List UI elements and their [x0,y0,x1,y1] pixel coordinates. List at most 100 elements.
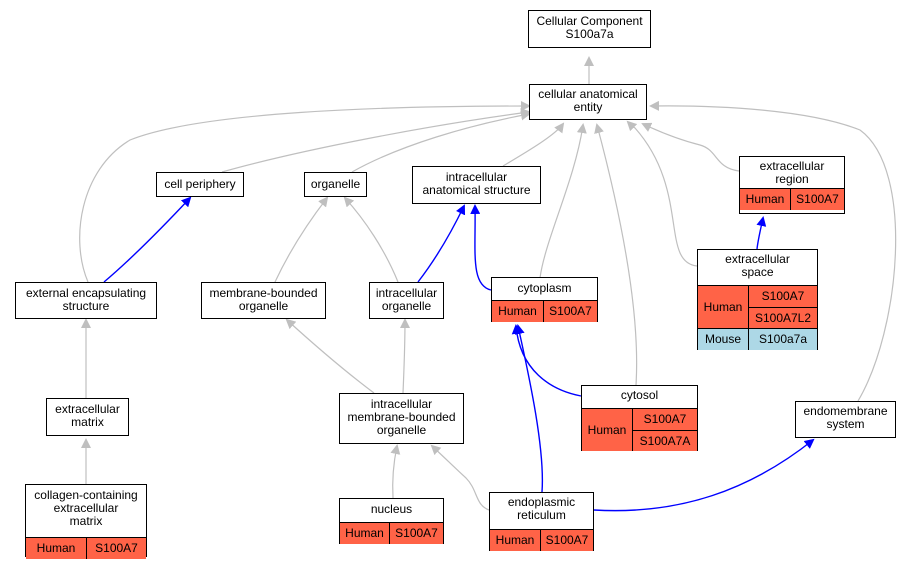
node-label: intracellular [445,170,508,184]
edge-cytoplasm-cae [539,123,587,279]
node-intracellular-membrane-bounded-organelle[interactable]: intracellular membrane-bounded organelle [339,393,464,444]
node-label: intracellular [370,397,433,411]
edge-ece-partof-cellperiphery [103,196,192,283]
gene-label: S100A7 [549,304,592,318]
node-label: system [826,417,865,431]
gene-label: S100A7 [95,541,138,555]
node-label: space [741,265,774,279]
edge-endomembrane-cae [649,100,897,402]
edge-ece-cae [79,101,531,283]
species-label: Human [582,409,633,451]
gene-label: S100a7a [758,332,808,346]
species-label: Human [492,301,544,322]
node-label: region [775,172,809,186]
node-label: membrane-bounded [209,286,318,300]
node-extracellular-matrix[interactable]: extracellular matrix [46,398,129,436]
node-collagen-containing-extracellular-matrix[interactable]: collagen-containing extracellular matrix… [25,484,147,559]
gene-label: S100A7 [395,526,438,540]
annotation-row: Human S100A7 [490,529,593,551]
edge-er-partof-endomembrane [593,438,815,512]
node-label: reticulum [517,508,566,522]
species-label: Human [340,523,390,544]
edge-imbo-io [399,318,410,394]
edge-extspace-partof-extregion [756,216,767,250]
node-label: endoplasmic [507,495,576,509]
node-label: intracellular [375,286,438,300]
annotation-row: Human S100A7 [492,300,597,322]
annotation-row: Human S100A7 [740,188,844,210]
annotation-grid-human: Human S100A7 S100A7L2 [698,285,817,328]
node-label: cellular anatomical [538,87,638,101]
annotation-row: Human S100A7 [26,537,146,559]
node-cytosol[interactable]: cytosol Human S100A7 S100A7A [581,385,698,451]
node-cellular-anatomical-entity[interactable]: cellular anatomical entity [529,84,647,120]
node-nucleus[interactable]: nucleus Human S100A7 [339,498,444,544]
gene-label: S100A7 [796,192,839,206]
edge-mbo-organelle [274,196,329,283]
node-label: endomembrane [803,404,888,418]
edge-cellperiphery-cae [221,108,531,173]
edge-organelle-cae [351,110,531,173]
annotation-row-mouse: Mouse S100a7a [698,328,817,350]
edge-cytosol-partof-cytoplasm [511,324,582,397]
species-label: Mouse [698,329,749,350]
node-label: cytosol [620,388,659,402]
node-label: anatomical structure [422,183,531,197]
edge-ias-cae [502,122,565,167]
edge-er-imbo [430,444,490,511]
annotation-row: Human S100A7 [340,522,443,544]
species-label: Human [490,530,541,551]
node-label: cell periphery [164,177,236,191]
node-label: entity [573,100,603,114]
edge-imbo-mbo [285,318,375,394]
node-intracellular-organelle[interactable]: intracellular organelle [369,282,444,319]
node-endomembrane-system[interactable]: endomembrane system [795,401,896,438]
node-label: structure [62,299,110,313]
edge-extspace-cae [626,120,698,267]
node-label: extracellular [759,159,825,173]
edge-io-organelle [343,196,399,283]
node-label: organelle [310,177,361,191]
edge-nucleus-imbo [390,444,401,499]
gene-label: S100A7A [633,430,697,451]
node-intracellular-anatomical-structure[interactable]: intracellular anatomical structure [412,166,541,204]
species-label: Human [740,189,791,210]
edge-cytosol-cae [594,123,638,386]
node-external-encapsulating-structure[interactable]: external encapsulating structure [15,282,157,319]
node-label: matrix [71,415,104,429]
node-label: organelle [376,423,427,437]
node-extracellular-region[interactable]: extracellular region Human S100A7 [739,156,845,214]
node-membrane-bounded-organelle[interactable]: membrane-bounded organelle [201,282,326,319]
gene-label: S100A7 [545,533,589,547]
node-cell-periphery[interactable]: cell periphery [156,172,244,197]
edge-cytoplasm-partof-ias [470,204,492,291]
node-label: collagen-containing [34,488,138,502]
node-label: external encapsulating [25,286,147,300]
node-subtitle: S100a7a [565,27,614,41]
node-label: organelle [381,299,432,313]
gene-label: S100A7L2 [749,307,817,328]
node-cellular-component[interactable]: Cellular Component S100a7a [528,10,651,48]
node-endoplasmic-reticulum[interactable]: endoplasmic reticulum Human S100A7 [489,492,594,551]
node-label: extracellular [725,252,790,266]
node-label: cytoplasm [517,281,572,295]
node-label: nucleus [370,502,413,516]
edge-io-partof-ias [417,204,466,283]
species-label: Human [698,286,749,328]
node-extracellular-space[interactable]: extracellular space Human S100A7 S100A7L… [697,249,818,350]
node-organelle[interactable]: organelle [304,172,367,197]
species-label: Human [26,538,87,559]
node-label: membrane-bounded [347,410,456,424]
node-cytoplasm[interactable]: cytoplasm Human S100A7 [491,277,598,322]
node-label: extracellular [53,501,119,515]
node-label: matrix [69,514,103,528]
node-label: extracellular [55,402,120,416]
node-title: Cellular Component [536,14,643,28]
gene-label: S100A7 [761,289,805,303]
edge-er-partof-cytoplasm [514,324,544,493]
edge-extregion-cae [641,122,740,172]
node-label: organelle [238,299,289,313]
annotation-grid: Human S100A7 S100A7A [582,408,697,451]
